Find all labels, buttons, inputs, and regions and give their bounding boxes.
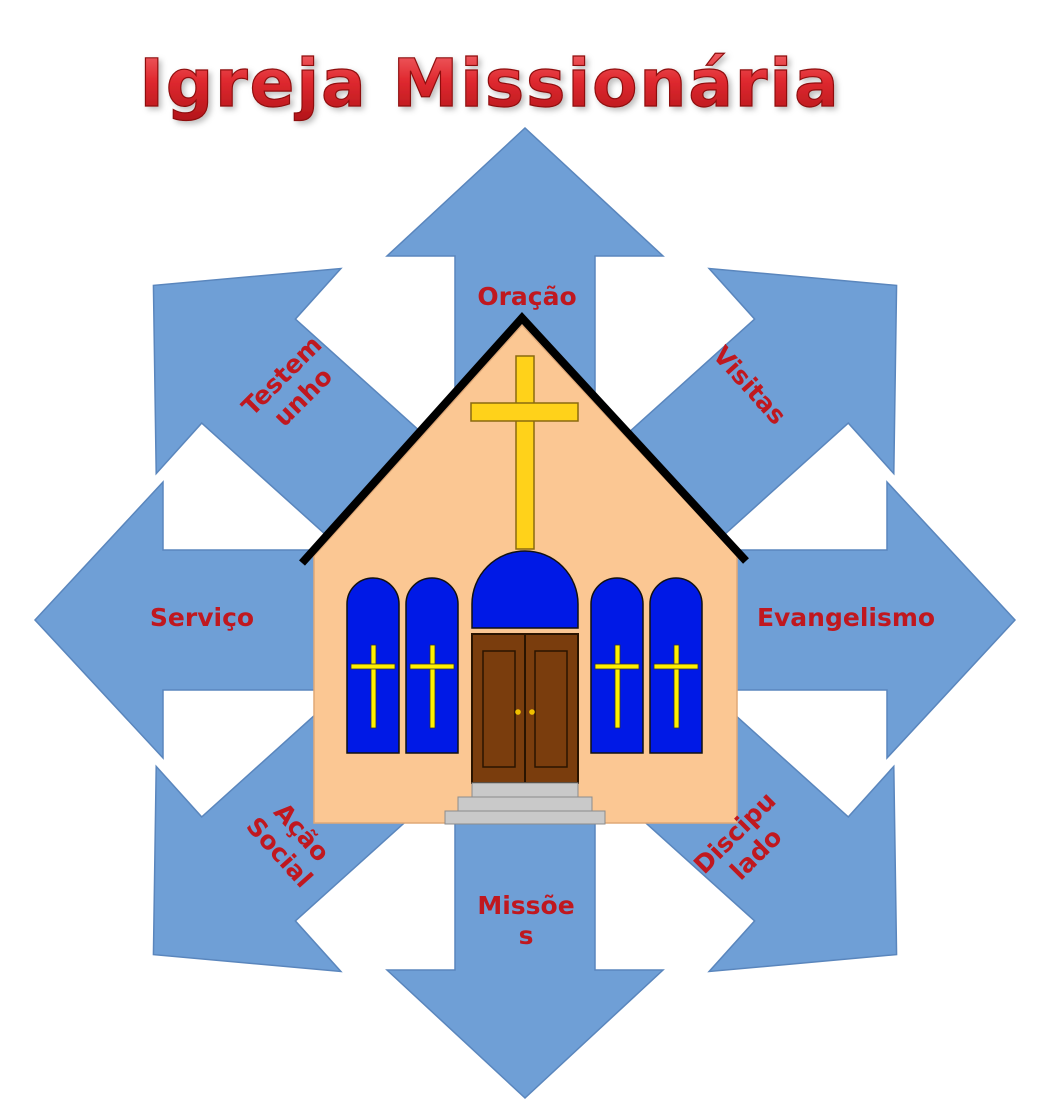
arrow-label-line: Serviço — [150, 603, 254, 632]
arrow-label-line: Oração — [477, 282, 576, 311]
double-door — [471, 633, 579, 784]
window-right-inner — [590, 577, 644, 754]
arrow-label-evangelismo: Evangelismo — [757, 603, 935, 632]
diagram-title: Igreja Missionária — [139, 45, 840, 122]
door-knob-right — [529, 709, 535, 715]
church-building-icon — [299, 312, 749, 825]
arrow-label-oracao: Oração — [477, 282, 576, 311]
window-left-outer — [346, 577, 400, 754]
window-cross-icon — [350, 644, 396, 729]
window-right-outer — [649, 577, 703, 754]
window-left-inner — [405, 577, 459, 754]
window-cross-icon — [594, 644, 640, 729]
window-cross-icon — [409, 644, 455, 729]
arched-window — [471, 550, 579, 629]
arrow-label-line: Evangelismo — [757, 603, 935, 632]
window-cross-icon — [653, 644, 699, 729]
door-knob-left — [515, 709, 521, 715]
arrow-label-line: s — [519, 921, 534, 950]
cross-icon — [470, 355, 579, 550]
entrance-steps — [444, 782, 606, 825]
arrow-label-line: Missõe — [477, 891, 574, 920]
arrow-label-servico: Serviço — [150, 603, 254, 632]
church-roof-line — [299, 312, 749, 566]
